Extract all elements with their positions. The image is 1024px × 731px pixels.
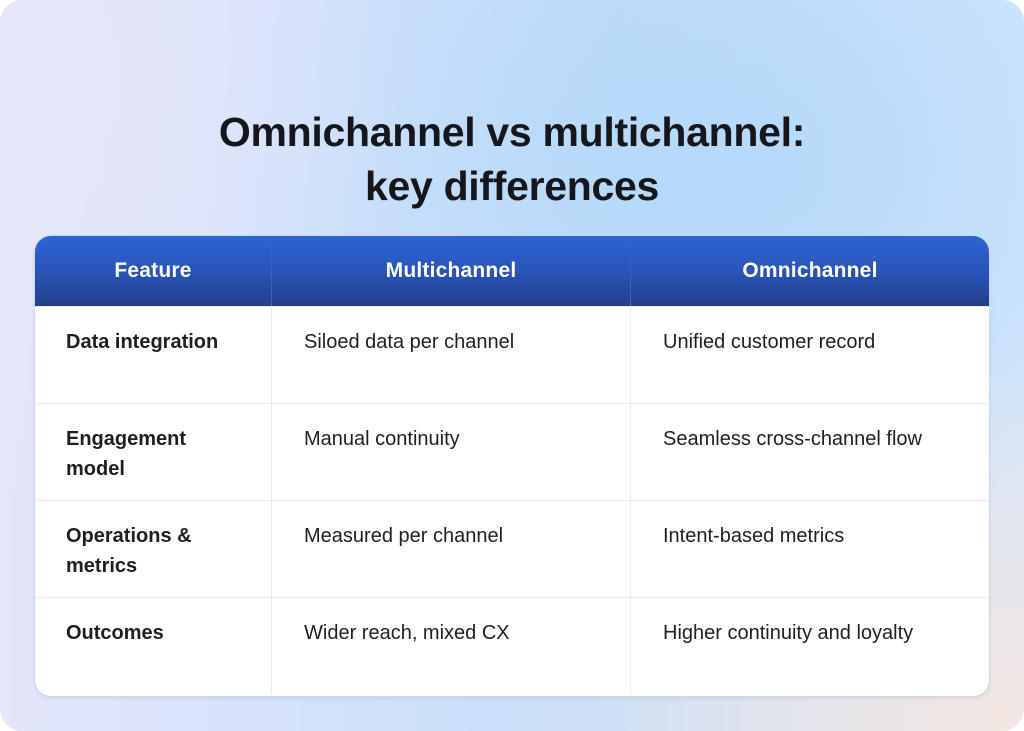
multichannel-cell: Wider reach, mixed CX	[272, 598, 631, 694]
feature-cell: Operations & metrics	[35, 501, 272, 597]
omnichannel-cell: Intent-based metrics	[663, 525, 845, 547]
table-row: Engagement model Manual continuity Seaml…	[35, 403, 989, 500]
feature-cell: Outcomes	[35, 598, 272, 694]
omnichannel-cell: Higher continuity and loyalty	[663, 622, 914, 644]
multichannel-cell: Siloed data per channel	[272, 307, 631, 403]
omnichannel-cell: Unified customer record	[663, 331, 876, 353]
title-line-1: Omnichannel vs multichannel:	[218, 109, 806, 156]
table-header-row: Feature Multichannel Omnichannel	[35, 236, 989, 306]
column-header-omnichannel: Omnichannel	[742, 259, 878, 282]
comparison-table: Feature Multichannel Omnichannel Data in…	[35, 236, 989, 696]
column-header-multichannel: Multichannel	[272, 236, 631, 306]
table-row: Outcomes Wider reach, mixed CX Higher co…	[35, 597, 989, 694]
omnichannel-cell: Seamless cross-channel flow	[663, 428, 922, 450]
page-title: Omnichannel vs multichannel: key differe…	[0, 105, 1024, 213]
multichannel-cell: Measured per channel	[272, 501, 631, 597]
column-header-feature: Feature	[35, 236, 272, 306]
multichannel-cell: Manual continuity	[272, 404, 631, 500]
title-line-2: key differences	[364, 163, 660, 210]
table-row: Operations & metrics Measured per channe…	[35, 500, 989, 597]
feature-cell: Data integration	[35, 307, 272, 403]
table-row: Data integration Siloed data per channel…	[35, 306, 989, 403]
feature-cell: Engagement model	[35, 404, 272, 500]
